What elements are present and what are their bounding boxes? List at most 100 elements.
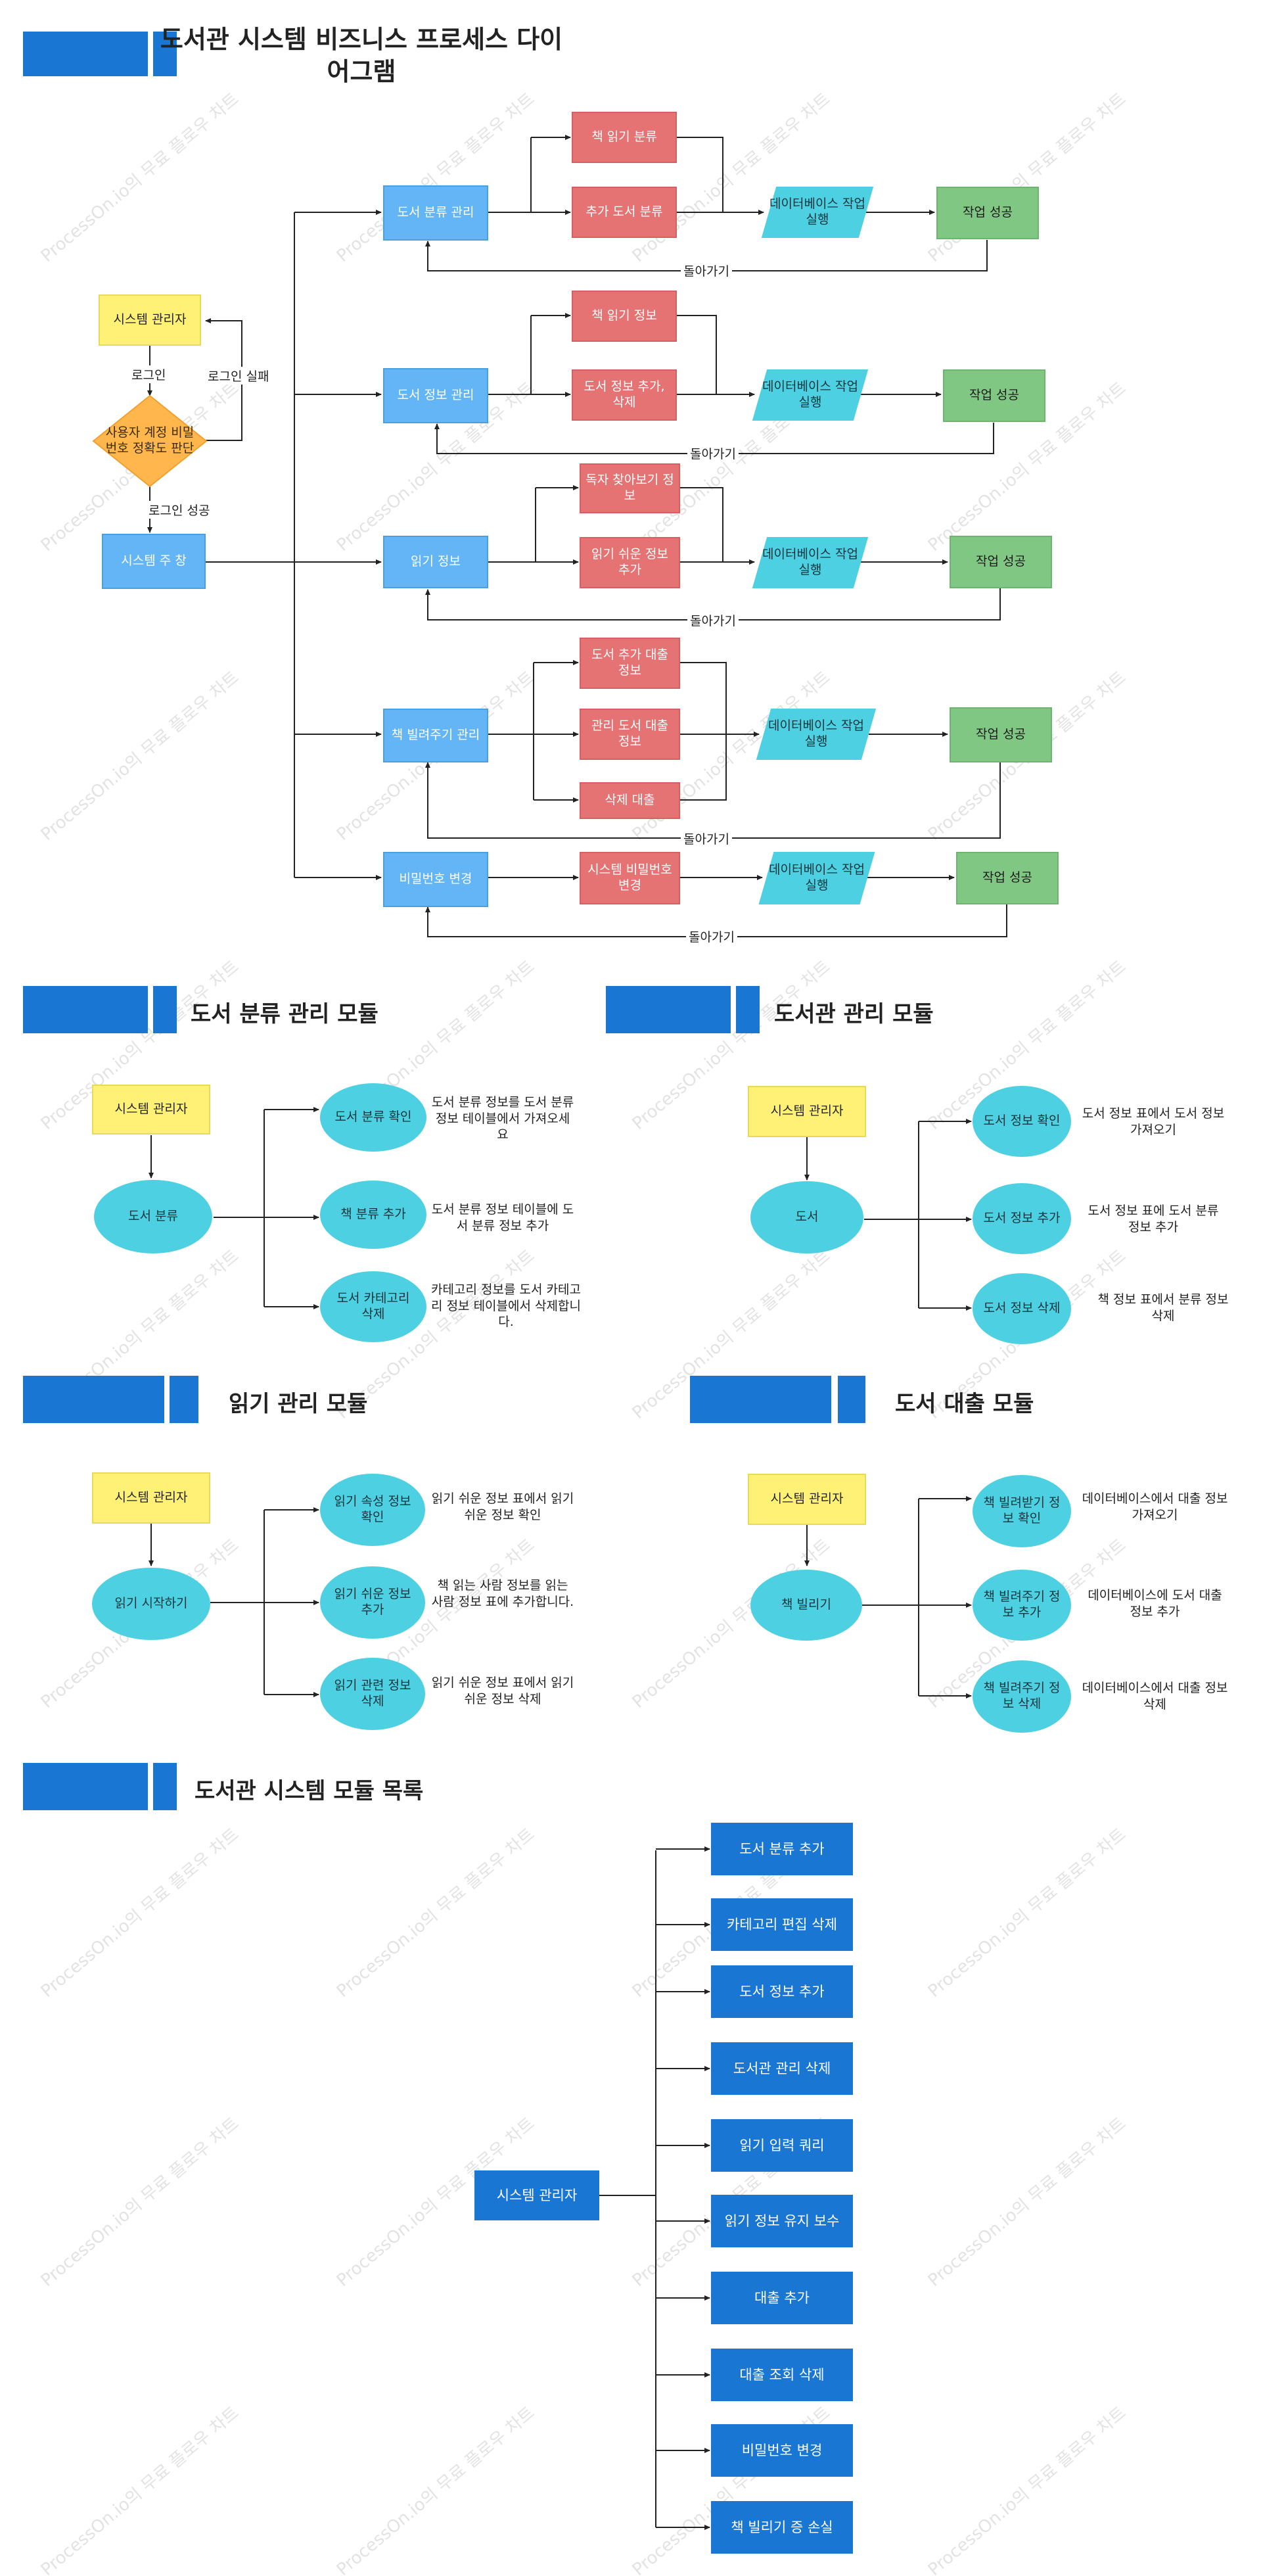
- module-item-node: 도서 정보 확인: [973, 1086, 1071, 1157]
- module-title: 도서관 관리 모듈: [774, 1001, 934, 1027]
- module-item-desc: 책 정보 표에서 분류 정보 삭제: [1097, 1292, 1229, 1323]
- action-manage-lending: 관리 도서 대출 정보: [580, 709, 680, 760]
- decision-diamond-shape: [92, 394, 208, 488]
- module-item-node: 도서 정보 삭제: [973, 1273, 1071, 1344]
- module-list-item: 도서관 관리 삭제: [711, 2042, 853, 2095]
- module-item-node: 도서 정보 추가: [973, 1183, 1071, 1254]
- module-center-node: 책 빌리기: [750, 1570, 862, 1641]
- section-bar: [23, 986, 148, 1033]
- action-add-delete-book-info: 도서 정보 추가, 삭제: [572, 369, 677, 421]
- action-delete-lending: 삭제 대출: [580, 782, 680, 819]
- module-title: 도서 대출 모듈: [895, 1391, 1034, 1417]
- module-center-node: 읽기 시작하기: [92, 1568, 210, 1640]
- module-center-node: 도서: [750, 1181, 863, 1253]
- back-label-5: 돌아가기: [686, 927, 737, 945]
- module-list-item: 도서 정보 추가: [711, 1965, 853, 2018]
- action-read-book-info: 책 읽기 정보: [572, 291, 677, 342]
- section-bar-accent: [153, 986, 177, 1033]
- module-list-item: 책 빌리기 증 손실: [711, 2501, 853, 2554]
- module-list-item: 비밀번호 변경: [711, 2424, 853, 2477]
- module-item-desc: 읽기 쉬운 정보 표에서 읽기 쉬운 정보 삭제: [431, 1675, 574, 1706]
- back-label-1: 돌아가기: [681, 262, 732, 279]
- action-read-category: 책 읽기 분류: [572, 112, 677, 163]
- action-add-category: 추가 도서 분류: [572, 187, 677, 238]
- login-label: 로그인: [129, 365, 169, 383]
- process-lending: 책 빌려주기 관리: [383, 709, 488, 762]
- module-item-desc: 책 읽는 사람 정보를 읽는 사람 정보 표에 추가합니다.: [431, 1578, 574, 1609]
- module-list-item: 카테고리 편집 삭제: [711, 1898, 853, 1951]
- db-operation-1: 데이터베이스 작업 실행: [761, 187, 874, 238]
- db-operation-text: 데이터베이스 작업 실행: [768, 718, 864, 749]
- module-item-node: 도서 카테고리 삭제: [320, 1271, 426, 1342]
- main-window-node: 시스템 주 창: [102, 534, 206, 589]
- success-node-4: 작업 성공: [950, 707, 1052, 762]
- module-admin-node: 시스템 관리자: [92, 1472, 210, 1524]
- db-operation-text: 데이터베이스 작업 실행: [769, 862, 865, 893]
- db-operation-2: 데이터베이스 작업 실행: [752, 369, 869, 421]
- db-operation-text: 데이터베이스 작업 실행: [762, 547, 858, 577]
- module-title: 도서 분류 관리 모듈: [191, 1001, 378, 1027]
- login-success-label: 로그인 성공: [146, 501, 213, 519]
- action-reader-lookup: 독자 찾아보기 정보: [580, 463, 680, 513]
- back-label-3: 돌아가기: [687, 611, 739, 629]
- module-item-node: 읽기 관련 정보 삭제: [320, 1658, 425, 1730]
- db-operation-4: 데이터베이스 작업 실행: [756, 709, 877, 760]
- process-book-category: 도서 분류 관리: [383, 185, 488, 241]
- section-bar: [690, 1376, 831, 1423]
- module-list-item: 읽기 정보 유지 보수: [711, 2195, 853, 2247]
- section-bar: [23, 1763, 148, 1810]
- module-item-node: 책 분류 추가: [320, 1181, 426, 1249]
- login-fail-label: 로그인 실패: [205, 367, 272, 385]
- module-item-desc: 데이터베이스에 도서 대출 정보 추가: [1088, 1588, 1222, 1619]
- db-operation-text: 데이터베이스 작업 실행: [769, 197, 865, 227]
- process-change-password: 비밀번호 변경: [383, 852, 488, 907]
- module-title: 읽기 관리 모듈: [229, 1391, 368, 1417]
- module-list-item: 도서 분류 추가: [711, 1823, 853, 1875]
- success-node-1: 작업 성공: [936, 187, 1039, 239]
- module-admin-node: 시스템 관리자: [748, 1086, 866, 1137]
- decision-text: 사용자 계정 비밀번호 정확도 판단: [105, 425, 195, 456]
- module-list-item: 대출 추가: [711, 2272, 853, 2324]
- header-bar-accent: [153, 32, 177, 76]
- success-node-2: 작업 성공: [943, 369, 1045, 422]
- process-reading-info: 읽기 정보: [383, 536, 488, 588]
- action-add-reading-info: 읽기 쉬운 정보 추가: [580, 537, 680, 588]
- header-bar: [23, 32, 148, 76]
- section-bar-accent: [153, 1763, 177, 1810]
- back-label-2: 돌아가기: [687, 444, 739, 462]
- db-operation-5: 데이터베이스 작업 실행: [758, 852, 875, 904]
- success-node-5: 작업 성공: [956, 852, 1059, 904]
- module-list-title: 도서관 시스템 모듈 목록: [195, 1778, 424, 1804]
- module-item-node: 책 빌려받기 정보 확인: [973, 1475, 1071, 1547]
- module-item-node: 책 빌려주기 정보 추가: [973, 1570, 1071, 1641]
- module-item-desc: 읽기 쉬운 정보 표에서 읽기 쉬운 정보 확인: [431, 1491, 574, 1522]
- section-bar-accent: [170, 1376, 198, 1423]
- module-item-node: 책 빌려주기 정보 삭제: [973, 1660, 1071, 1733]
- module-list-admin: 시스템 관리자: [474, 2170, 599, 2220]
- back-label-4: 돌아가기: [681, 830, 732, 847]
- db-operation-3: 데이터베이스 작업 실행: [752, 537, 869, 588]
- module-admin-node: 시스템 관리자: [748, 1474, 866, 1525]
- section-bar: [606, 986, 731, 1033]
- module-item-desc: 도서 정보 표에 도서 분류 정보 추가: [1088, 1204, 1219, 1234]
- section-bar-accent: [838, 1376, 865, 1423]
- module-item-desc: 데이터베이스에서 대출 정보 가져오기: [1082, 1491, 1228, 1522]
- action-add-lending: 도서 추가 대출 정보: [580, 638, 680, 689]
- module-item-node: 읽기 속성 정보 확인: [320, 1474, 425, 1546]
- admin-node: 시스템 관리자: [99, 294, 201, 346]
- db-operation-text: 데이터베이스 작업 실행: [762, 379, 858, 410]
- module-admin-node: 시스템 관리자: [92, 1085, 210, 1135]
- module-item-node: 읽기 쉬운 정보 추가: [320, 1566, 425, 1639]
- login-decision: 사용자 계정 비밀번호 정확도 판단: [92, 394, 208, 488]
- module-item-desc: 도서 분류 정보를 도서 분류 정보 테이블에서 가져오세요: [431, 1095, 574, 1142]
- section-bar: [23, 1376, 164, 1423]
- process-book-info: 도서 정보 관리: [383, 368, 488, 423]
- module-center-node: 도서 분류: [94, 1180, 212, 1253]
- page-title: 도서관 시스템 비즈니스 프로세스 다이어그램: [160, 25, 563, 87]
- module-item-desc: 카테고리 정보를 도서 카테고리 정보 테이블에서 삭제합니다.: [431, 1282, 581, 1330]
- module-list-item: 읽기 입력 쿼리: [711, 2119, 853, 2172]
- module-item-desc: 도서 분류 정보 테이블에 도서 분류 정보 추가: [431, 1202, 574, 1233]
- module-list-item: 대출 조회 삭제: [711, 2349, 853, 2401]
- module-item-node: 도서 분류 확인: [320, 1083, 426, 1152]
- section-bar-accent: [736, 986, 760, 1033]
